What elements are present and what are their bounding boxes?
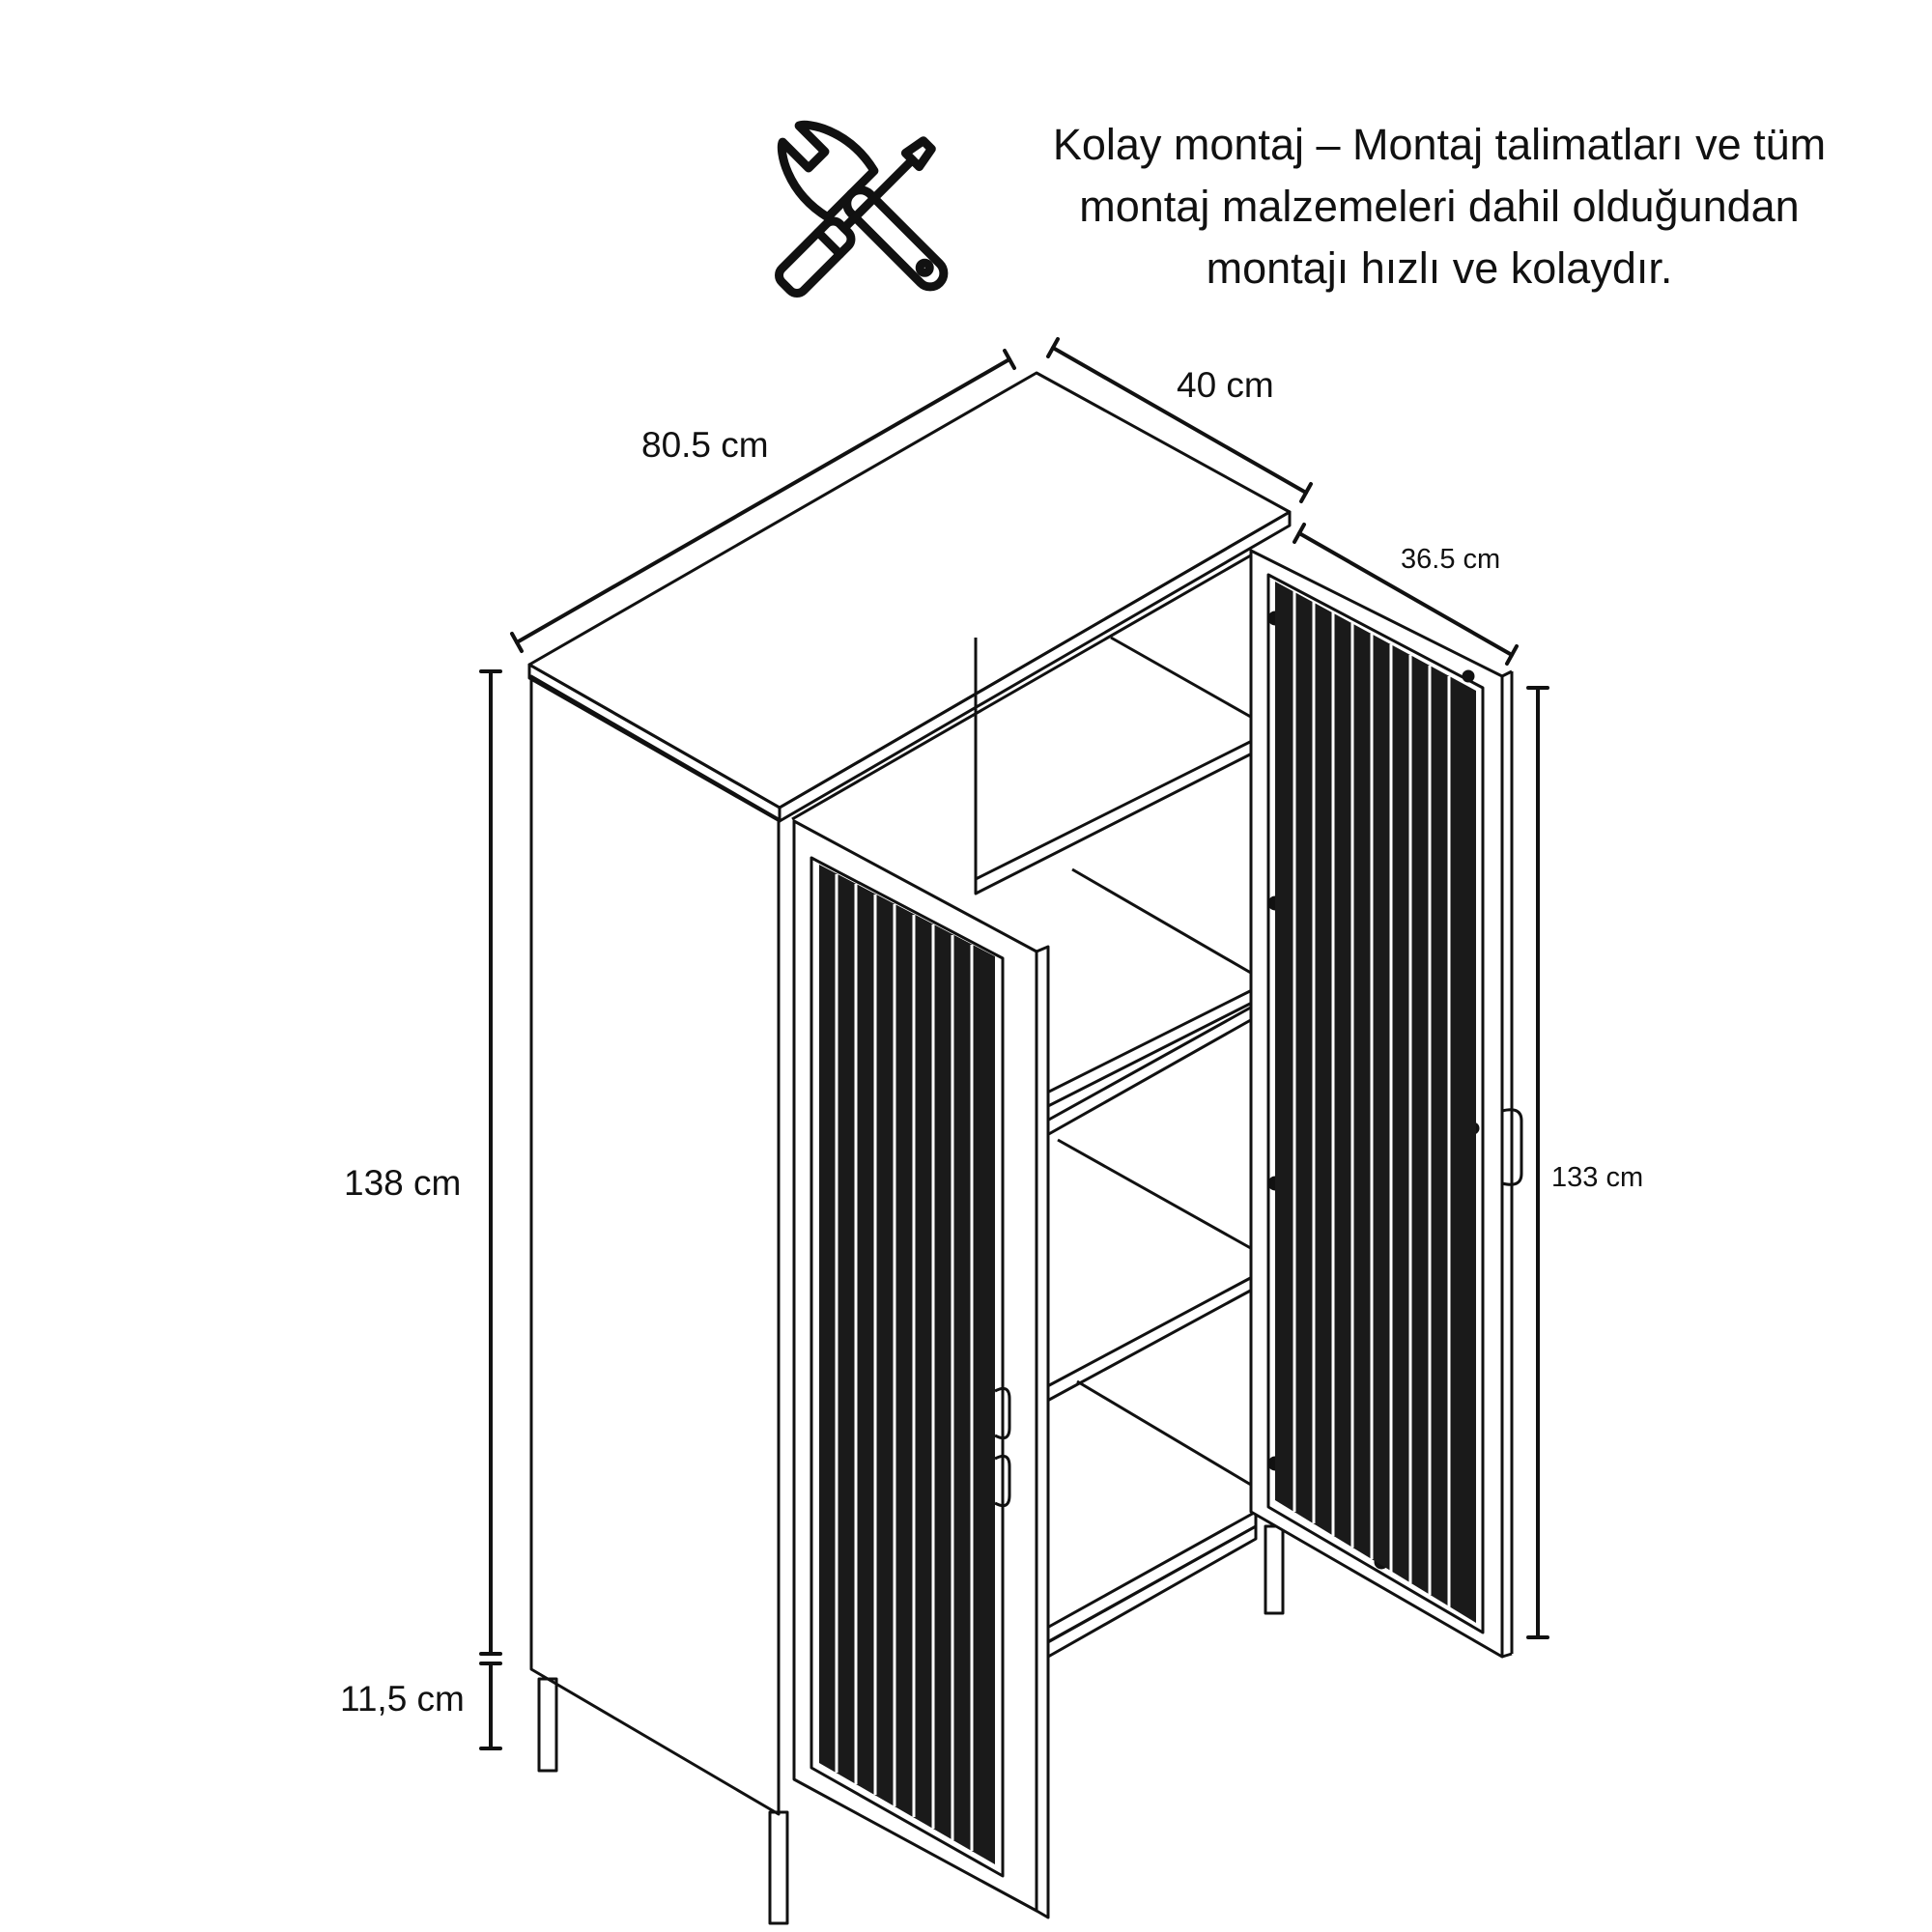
- right-door-glass: [1275, 582, 1476, 1623]
- dimension-height-label: 138 cm: [344, 1163, 462, 1203]
- dimension-door-depth-label: 36.5 cm: [1401, 544, 1501, 575]
- wrench-screwdriver-icon: [775, 120, 949, 298]
- dimension-leg-height-label: 11,5 cm: [340, 1679, 465, 1719]
- dimension-depth-label: 40 cm: [1177, 365, 1274, 405]
- cabinet-side-panel: [529, 674, 781, 1816]
- dimension-width-label: 80.5 cm: [641, 425, 769, 465]
- assembly-note-line-2: montaj malzemeleri dahil olduğundan: [1079, 182, 1800, 231]
- assembly-note-line-1: Kolay montaj – Montaj talimatları ve tüm: [1052, 120, 1827, 169]
- assembly-note-line-3: montajı hızlı ve kolaydır.: [1206, 243, 1673, 293]
- assembly-note: Kolay montaj – Montaj talimatları ve tüm…: [1005, 114, 1874, 299]
- dimension-lines: [479, 337, 1549, 1750]
- dimension-door-height-label: 133 cm: [1551, 1162, 1644, 1193]
- left-door-glass: [819, 865, 995, 1864]
